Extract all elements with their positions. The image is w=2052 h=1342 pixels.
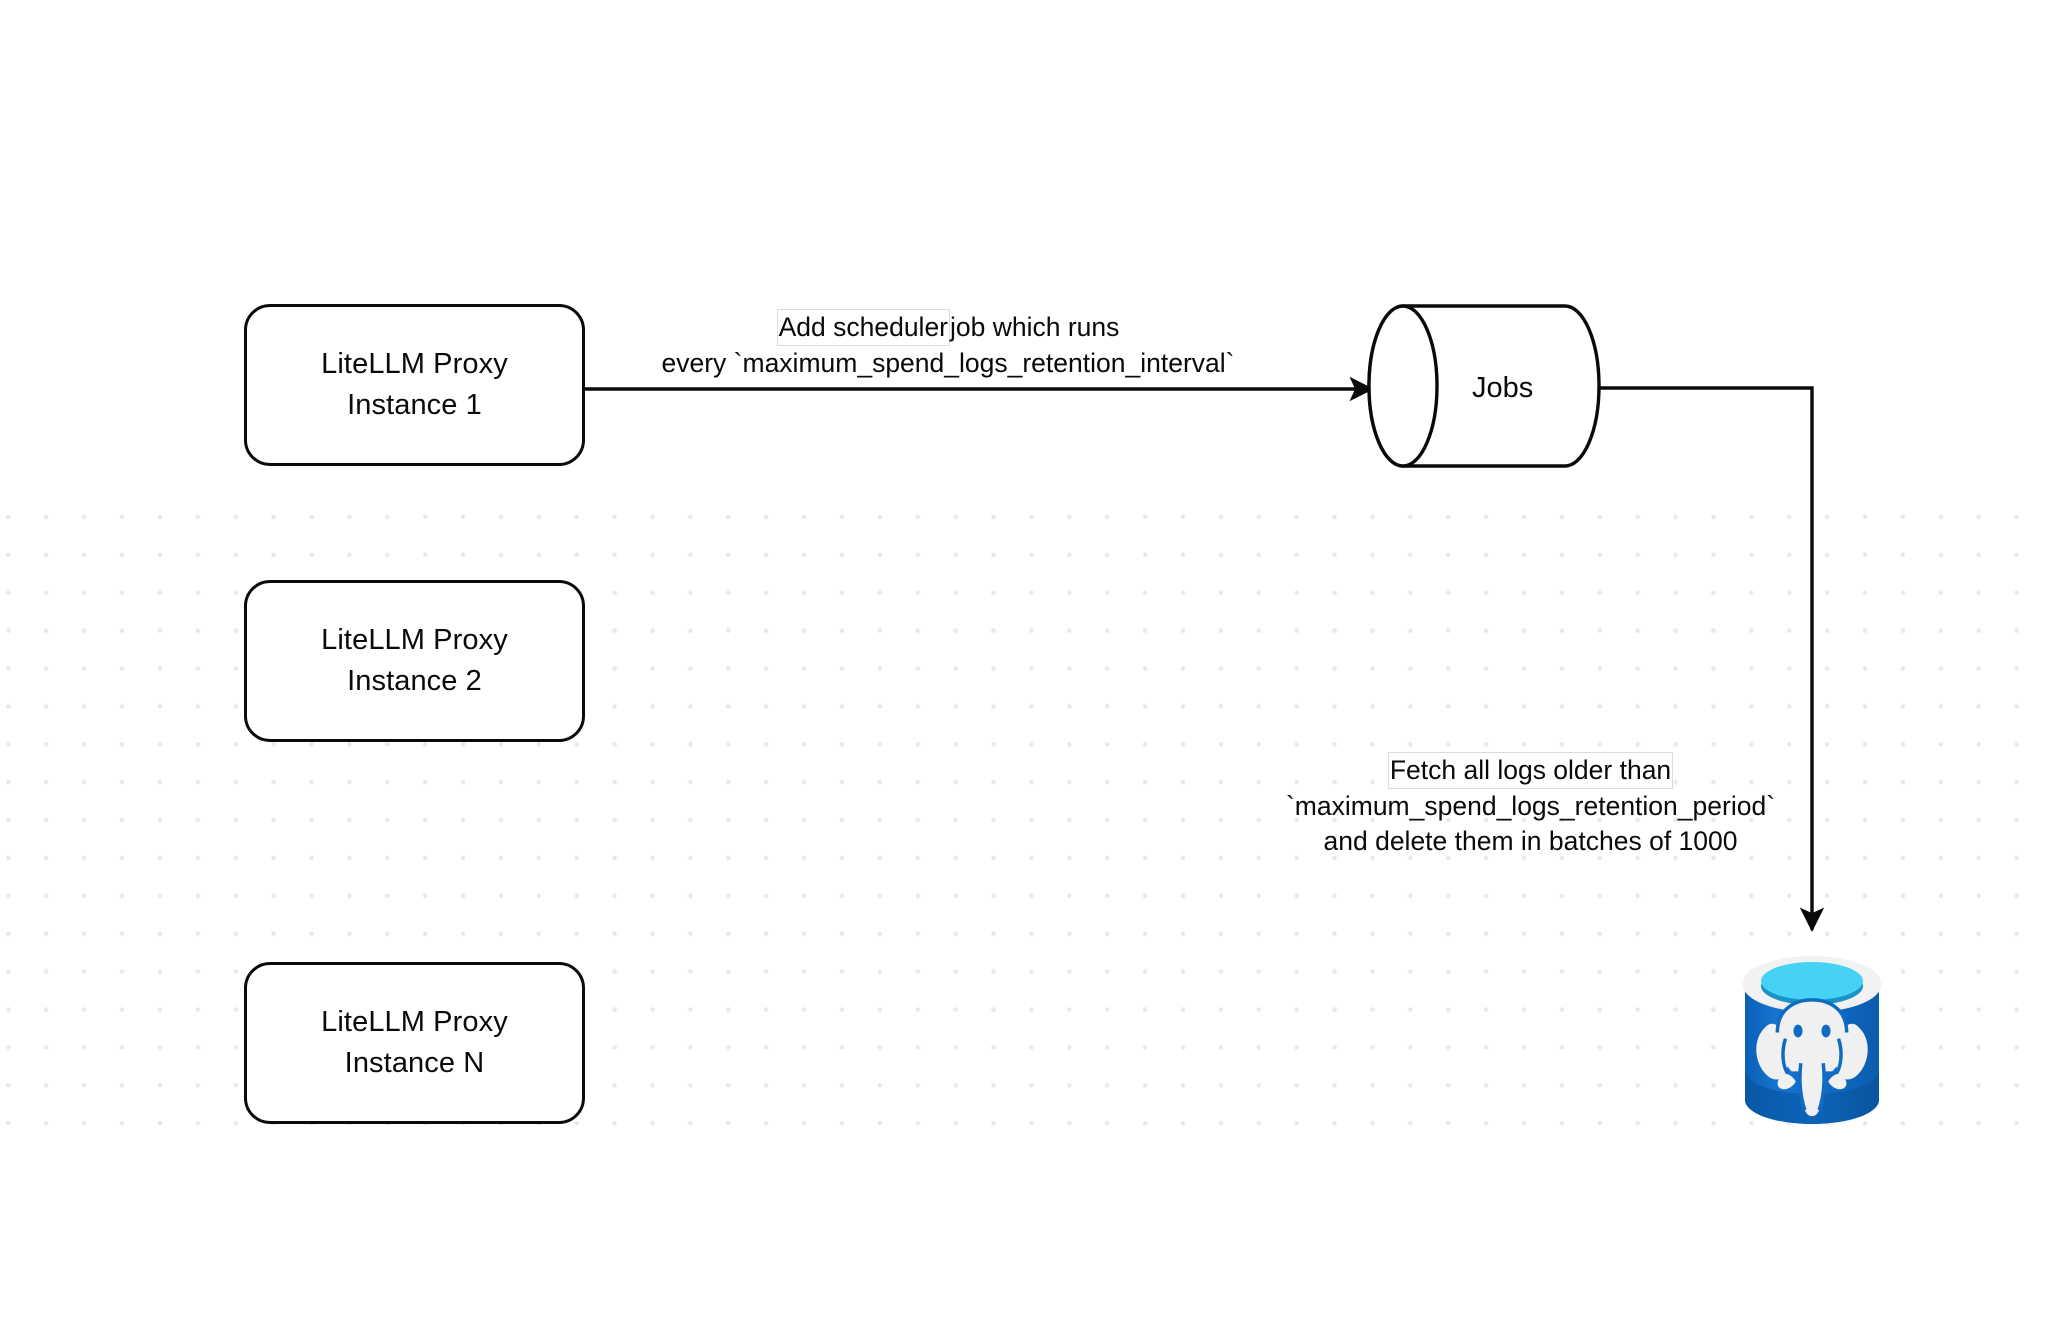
node-proxy-1-line2: Instance 1 (347, 389, 482, 421)
edge-scheduler-label: Add scheduler job which runs every `maxi… (618, 309, 1278, 381)
edge-delete-logs-arrow (1599, 386, 1825, 932)
node-proxy-instance-2[interactable]: LiteLLM Proxy Instance 2 (244, 580, 585, 742)
node-jobs-label: Jobs (1472, 372, 1534, 404)
edge-delete-logs-label-line2: `maximum_spend_logs_retention_period` (1285, 791, 1776, 821)
node-proxy-instance-n[interactable]: LiteLLM Proxy Instance N (244, 962, 585, 1124)
edge-delete-logs-label-line1: Fetch all logs older than (1258, 752, 1803, 789)
edge-scheduler-label-line1: Add scheduler job which runs (618, 309, 1278, 346)
edge-delete-logs-label-line3: and delete them in batches of 1000 (1323, 826, 1738, 856)
node-proxy-instance-1[interactable]: LiteLLM Proxy Instance 1 (244, 304, 585, 466)
node-proxy-1-line1: LiteLLM Proxy (321, 348, 508, 380)
jobs-cylinder-shape (1367, 304, 1601, 468)
edge-scheduler-label-line1-rest: job which runs (950, 312, 1120, 342)
edge-delete-logs-label-line1-highlight: Fetch all logs older than (1387, 752, 1674, 789)
edge-scheduler-label-line1-highlight: Add scheduler (776, 309, 951, 346)
node-proxy-2-line2: Instance 2 (347, 665, 482, 697)
node-proxy-n-line1: LiteLLM Proxy (321, 1006, 508, 1038)
postgresql-database-icon (1743, 956, 1881, 1124)
node-proxy-n-line2: Instance N (344, 1047, 485, 1079)
edge-delete-logs-label: Fetch all logs older than `maximum_spend… (1258, 752, 1803, 859)
node-proxy-2-line1: LiteLLM Proxy (321, 624, 508, 656)
edge-scheduler-label-line2: every `maximum_spend_logs_retention_inte… (661, 348, 1235, 378)
